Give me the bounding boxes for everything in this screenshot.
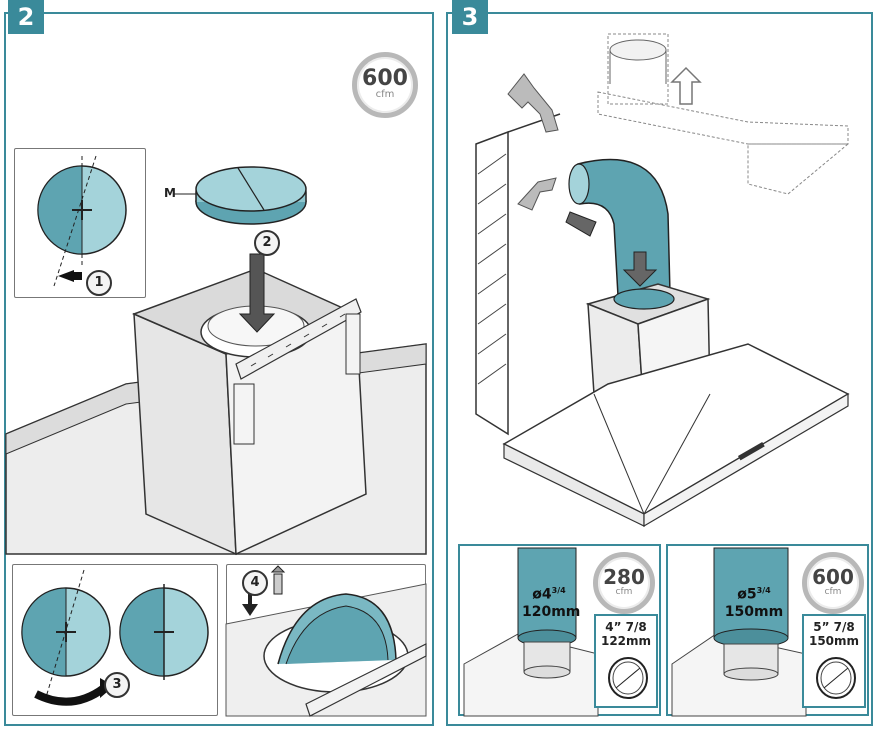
step-3-marker: 3 <box>104 672 130 698</box>
duct-diameter-mm: 120mm <box>522 603 581 620</box>
airflow-value: 600 <box>812 565 854 589</box>
duct-diameter-inch: ø5 <box>737 586 757 603</box>
airflow-badge-600: 600 cfm <box>352 52 418 118</box>
airflow-unit: cfm <box>375 89 395 100</box>
airflow-badge-600b: 600 cfm <box>802 552 864 614</box>
hood-duct-drawing <box>475 33 850 528</box>
airflow-value: 600 <box>362 66 408 91</box>
step-4-marker: 4 <box>242 570 268 596</box>
duct-diameter-mm: 150mm <box>724 603 784 620</box>
variant-280-drawing <box>463 547 599 717</box>
step-1-marker: 1 <box>86 270 112 296</box>
adapter-dim-mm: 122mm <box>600 634 652 648</box>
duct-size-600: ø53/4 150mm <box>724 582 784 621</box>
variant-600-drawing <box>671 547 807 717</box>
duct-size-280: ø43/4 120mm <box>522 582 580 621</box>
damper-align-diagram <box>21 569 209 706</box>
part-label-m: M <box>164 186 176 200</box>
adapter-dim-inch: 5” 7/8 <box>813 620 855 634</box>
airflow-unit: cfm <box>824 587 842 597</box>
adapter-ring-icon <box>816 657 856 699</box>
damper-disc-diagram <box>37 155 127 287</box>
duct-diameter-inch: ø4 <box>532 586 552 603</box>
adapter-dim-mm: 150mm <box>808 634 860 648</box>
adapter-ring-icon <box>608 657 648 699</box>
duct-diameter-fraction: 3/4 <box>551 586 566 595</box>
step-3-tab: 3 <box>452 0 488 34</box>
step-2-tab: 2 <box>8 0 44 34</box>
adapter-dim-inch: 4” 7/8 <box>605 620 647 634</box>
hood-installation-drawing <box>5 166 427 556</box>
step-2-marker: 2 <box>254 230 280 256</box>
airflow-unit: cfm <box>615 587 633 597</box>
screw-install-diagram <box>225 565 427 717</box>
duct-diameter-fraction: 3/4 <box>756 586 771 595</box>
airflow-badge-280: 280 cfm <box>593 552 655 614</box>
airflow-value: 280 <box>603 565 645 589</box>
adapter-dim-600: 5” 7/8 150mm <box>802 614 866 708</box>
adapter-dim-280: 4” 7/8 122mm <box>594 614 658 708</box>
